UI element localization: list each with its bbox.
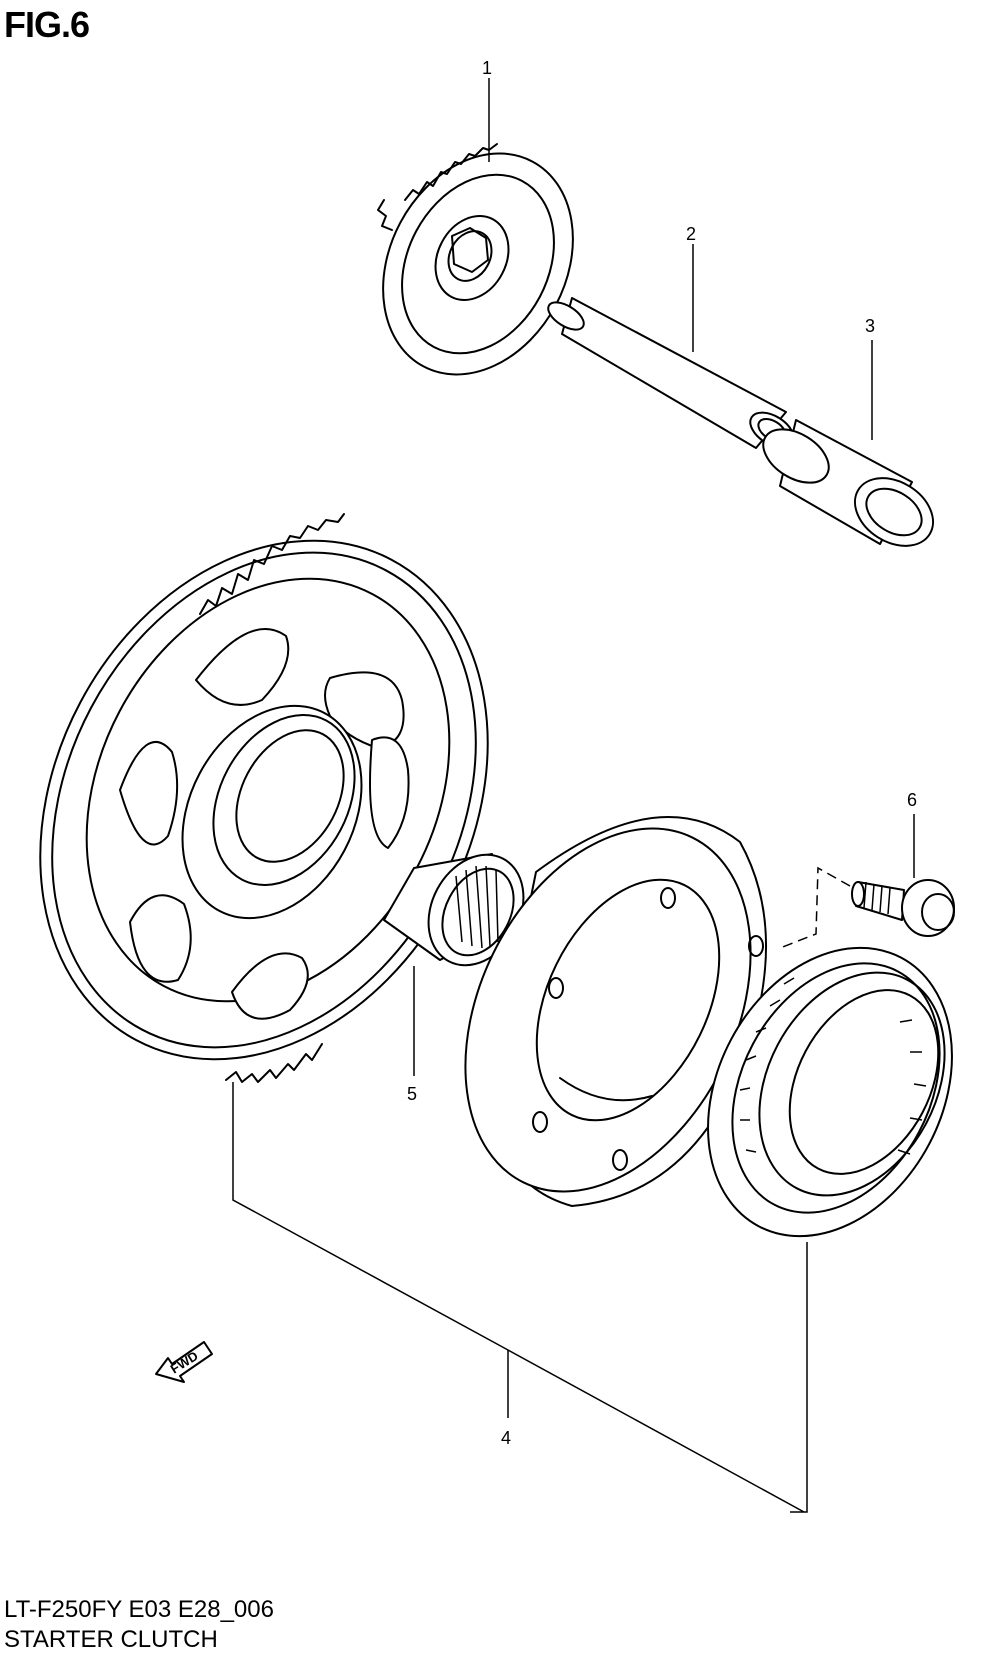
forward-direction-arrow: FWD <box>155 1341 213 1383</box>
leader-line-4b <box>790 1242 808 1513</box>
diagram-name: STARTER CLUTCH <box>4 1626 218 1653</box>
idle-gear-bushing <box>762 419 935 547</box>
starter-clutch-body <box>464 816 767 1207</box>
leader-line-4a <box>232 1082 805 1513</box>
callout-4: 4 <box>501 1428 511 1448</box>
figure-title: FIG.6 <box>4 4 90 45</box>
callout-6: 6 <box>907 790 917 810</box>
callout-2: 2 <box>686 224 696 244</box>
callout-3: 3 <box>865 316 875 336</box>
starter-idle-gear <box>377 143 574 376</box>
clutch-bolt <box>851 879 955 937</box>
callout-5: 5 <box>407 1084 417 1104</box>
needle-bearing <box>383 853 525 967</box>
callout-1: 1 <box>482 58 492 78</box>
diagram-model-code: LT-F250FY E03 E28_006 <box>4 1596 274 1623</box>
starter-driven-gear <box>39 513 489 1083</box>
idle-gear-shaft <box>547 297 795 449</box>
bolt-alignment-line <box>779 866 851 949</box>
one-way-clutch <box>707 946 953 1238</box>
